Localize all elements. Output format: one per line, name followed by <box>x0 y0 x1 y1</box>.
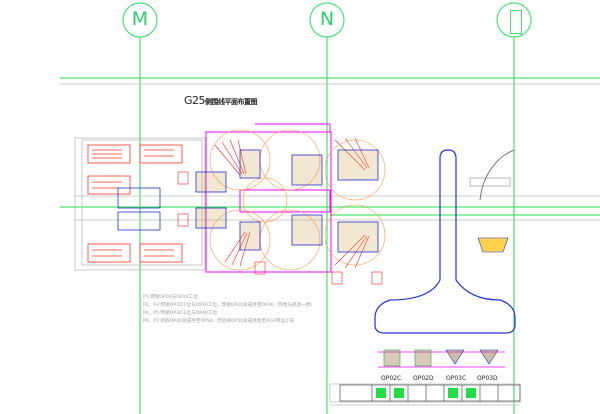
station-label-op03c: OP03C <box>446 375 467 382</box>
right-cart <box>477 237 509 253</box>
station-label-op03d: OP03D <box>477 375 498 382</box>
note-line: P2、P3:焊接OP10工位与OP20工位，焊接OP20总成件至OP30（焊枪与… <box>143 303 316 308</box>
note-line: P6、P7:抓取OP40总成件至OP50，然后将OP50总成件放至AGV转运小车 <box>143 319 295 324</box>
note-line: P1:焊接OP01与OP10工位 <box>143 295 198 300</box>
grid-label-n: N <box>319 8 335 30</box>
title-code: G25 <box>184 94 206 107</box>
left-stands <box>117 187 161 231</box>
process-notes: P1:焊接OP01与OP10工位 P2、P3:焊接OP10工位与OP20工位，焊… <box>143 294 315 326</box>
agv-loop-track <box>374 149 516 334</box>
title-text: 侧围线平面布置图 <box>205 98 258 106</box>
left-fixtures <box>87 144 183 263</box>
station-label-op02d: OP02D <box>413 375 434 382</box>
bottom-stations <box>378 349 505 368</box>
building-outline <box>60 83 600 406</box>
drawing-title: G25侧围线平面布置图 <box>184 94 258 107</box>
robot-reach-circles <box>209 129 386 271</box>
legend-table <box>339 384 521 402</box>
welding-stations <box>195 149 379 253</box>
door-arc <box>479 149 515 201</box>
station-label-op02c: OP02C <box>381 375 402 382</box>
grid-label-m: M <box>131 8 149 30</box>
grid-label-o <box>510 10 522 34</box>
note-line: P4、P5:焊接OP30工位与OP40工位 <box>143 311 218 316</box>
safety-fence <box>205 123 332 273</box>
right-fixture <box>469 177 511 187</box>
